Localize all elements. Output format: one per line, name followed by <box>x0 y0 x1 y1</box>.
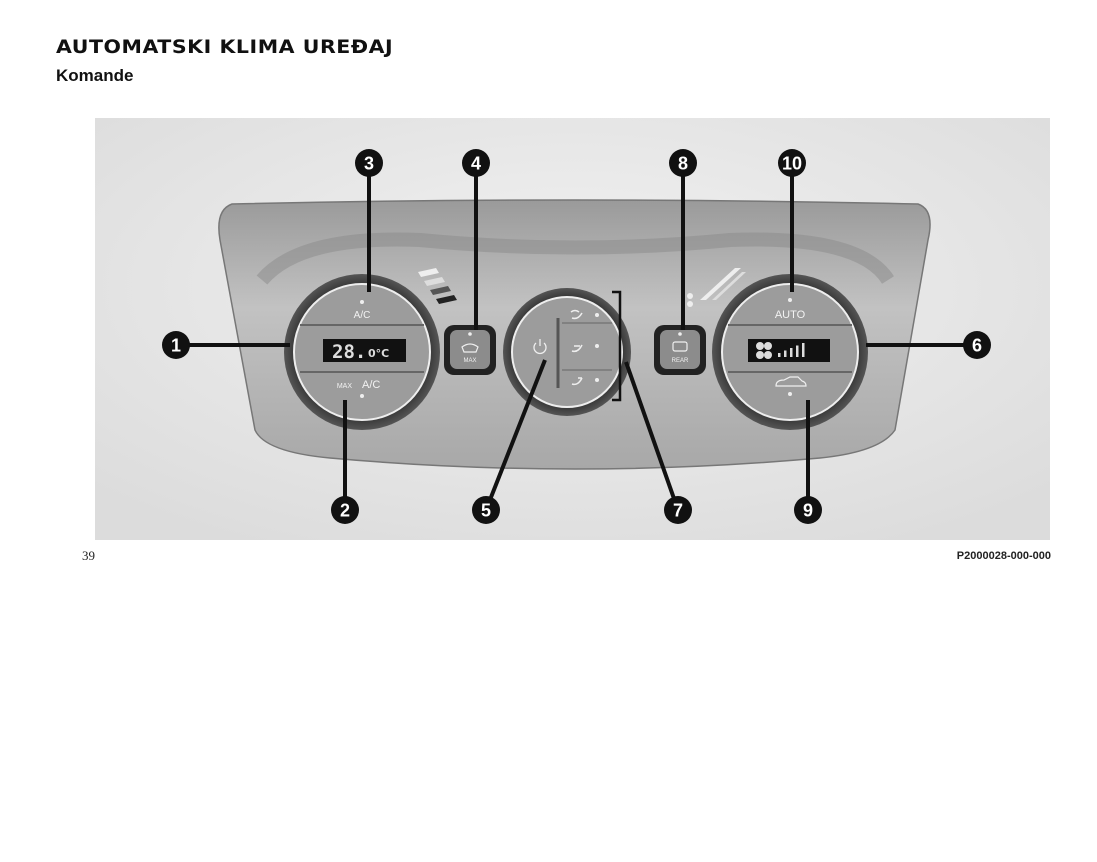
fan-scale-icon <box>687 268 746 307</box>
airflow-feet-icon <box>571 377 583 386</box>
callout-circle <box>664 496 692 524</box>
temperature-display <box>323 339 406 362</box>
callout-circle <box>355 149 383 177</box>
fan-level-bar <box>784 350 787 357</box>
airflow-face-feet-icon <box>571 344 583 353</box>
fan-level-bar <box>796 345 799 357</box>
callout-2: 2 <box>331 496 359 524</box>
rear-label: REAR <box>672 358 689 364</box>
callout-circle <box>162 331 190 359</box>
fan-level-bar <box>802 343 805 357</box>
max-label: MAX <box>463 358 476 364</box>
callout-circle <box>794 496 822 524</box>
rear-window-defrost-icon <box>672 341 688 352</box>
callout-number: 3 <box>364 154 374 174</box>
page-title: AUTOMATSKI KLIMA UREĐAJ <box>56 36 394 58</box>
max-ac-label: A/C <box>362 379 380 391</box>
callout-circle <box>669 149 697 177</box>
temperature-decimal: 0°C <box>368 347 389 360</box>
callout-circle <box>462 149 490 177</box>
fan-level-bar <box>790 348 793 357</box>
callout-8: 8 <box>669 149 697 177</box>
bracket <box>612 290 622 402</box>
rear-defrost-button[interactable]: REAR <box>654 325 706 375</box>
ac-label: A/C <box>354 310 371 321</box>
callout-number: 5 <box>481 501 491 521</box>
callout-6: 6 <box>963 331 991 359</box>
temperature-knob[interactable]: A/C MAX A/C 28. 0°C <box>284 274 440 430</box>
figure-code: P2000028-000-000 <box>956 550 1051 562</box>
callout-number: 6 <box>972 336 982 356</box>
airflow-feet-button[interactable] <box>571 377 599 386</box>
page-number: 39 <box>82 548 95 563</box>
callout-lines <box>176 163 977 511</box>
airflow-face-feet-button[interactable] <box>562 344 612 371</box>
callout-number: 4 <box>471 154 481 174</box>
callout-circle <box>331 496 359 524</box>
callout-number: 10 <box>782 154 802 174</box>
temperature-digits: 28. <box>332 341 366 363</box>
max-ac-prefix: MAX <box>337 383 353 390</box>
fan-speed-knob[interactable]: AUTO <box>712 274 868 430</box>
power-button[interactable] <box>533 339 547 355</box>
callout-number: 8 <box>678 154 688 174</box>
fan-icon <box>756 342 772 359</box>
callout-1: 1 <box>162 331 190 359</box>
windshield-defrost-icon <box>461 343 479 353</box>
callout-7: 7 <box>664 496 692 524</box>
power-icon <box>533 339 547 355</box>
callout-9: 9 <box>794 496 822 524</box>
airflow-windshield-icon <box>570 309 583 320</box>
climate-control-illustration: A/C MAX A/C 28. 0°C MAX <box>95 118 1050 540</box>
callout-number: 7 <box>673 501 683 521</box>
fan-level-bar <box>778 353 781 357</box>
callout-10: 10 <box>778 149 806 177</box>
callout-circle <box>963 331 991 359</box>
callout-3: 3 <box>355 149 383 177</box>
temperature-scale-icon <box>418 268 457 304</box>
airflow-windshield-feet-button[interactable] <box>562 309 612 324</box>
max-defrost-button[interactable]: MAX <box>444 325 496 375</box>
air-distribution-control <box>503 288 631 416</box>
callout-number: 2 <box>340 501 350 521</box>
auto-label: AUTO <box>775 309 806 321</box>
callout-circle <box>778 149 806 177</box>
fan-level-bars <box>778 343 805 357</box>
callout-5: 5 <box>472 496 500 524</box>
callout-number: 1 <box>171 336 181 356</box>
callout-4: 4 <box>462 149 490 177</box>
recirculation-icon <box>775 376 807 387</box>
callout-number: 9 <box>803 501 813 521</box>
callout-circle <box>472 496 500 524</box>
section-subtitle: Komande <box>56 66 134 85</box>
